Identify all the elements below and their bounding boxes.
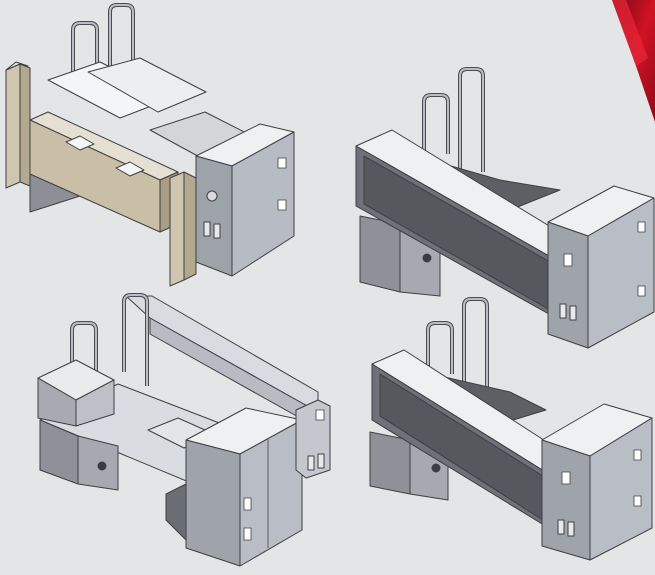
view-assembly-with-posts <box>5 3 295 287</box>
corner-ribbon <box>612 0 655 122</box>
view-assembly-compact <box>369 297 653 561</box>
view-assembly-with-dark-panel <box>355 67 655 349</box>
view-assembly-open-plate <box>37 293 331 567</box>
